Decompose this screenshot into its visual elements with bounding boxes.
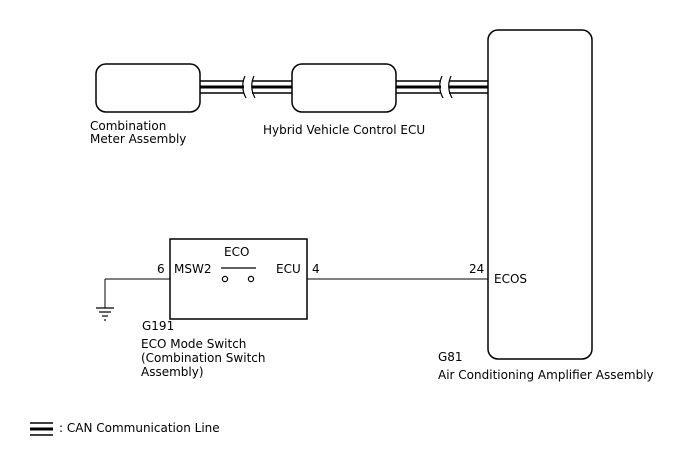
combination-meter-label-line2: Meter Assembly: [90, 132, 186, 146]
eco-switch-left-pin-number: 6: [157, 262, 165, 276]
ac-amplifier-box: [487, 29, 593, 360]
eco-switch-label: ECO: [224, 245, 249, 259]
switch-contact-icon: [221, 267, 256, 283]
can-line-legend-icon: [30, 422, 53, 436]
legend-text: : CAN Communication Line: [59, 421, 220, 435]
ac-amplifier-pin-name: ECOS: [494, 272, 527, 286]
eco-switch-box: [169, 238, 308, 320]
ac-amplifier-connector: G81: [438, 350, 463, 364]
eco-switch-label-line2: (Combination Switch: [141, 351, 265, 365]
eco-switch-connector: G191: [142, 319, 174, 333]
eco-switch-right-pin-number: 4: [312, 262, 320, 276]
ground-icon: [96, 307, 114, 321]
hybrid-ecu-box: [291, 63, 397, 113]
eco-switch-label-line1: ECO Mode Switch: [141, 337, 246, 351]
eco-switch-label-line3: Assembly): [141, 365, 204, 379]
combination-meter-box: [95, 63, 201, 113]
eco-switch-right-pin-name: ECU: [276, 262, 301, 276]
ground-wire: [104, 278, 170, 308]
ac-amplifier-pin-number: 24: [469, 262, 484, 276]
can-line-hybrid-to-amplifier: [396, 75, 488, 99]
ac-amplifier-label: Air Conditioning Amplifier Assembly: [438, 368, 654, 382]
can-line-meter-to-hybrid: [200, 75, 292, 99]
eco-switch-left-pin-name: MSW2: [174, 262, 211, 276]
hybrid-ecu-label: Hybrid Vehicle Control ECU: [263, 123, 425, 137]
combination-meter-label-line1: Combination: [90, 119, 166, 133]
